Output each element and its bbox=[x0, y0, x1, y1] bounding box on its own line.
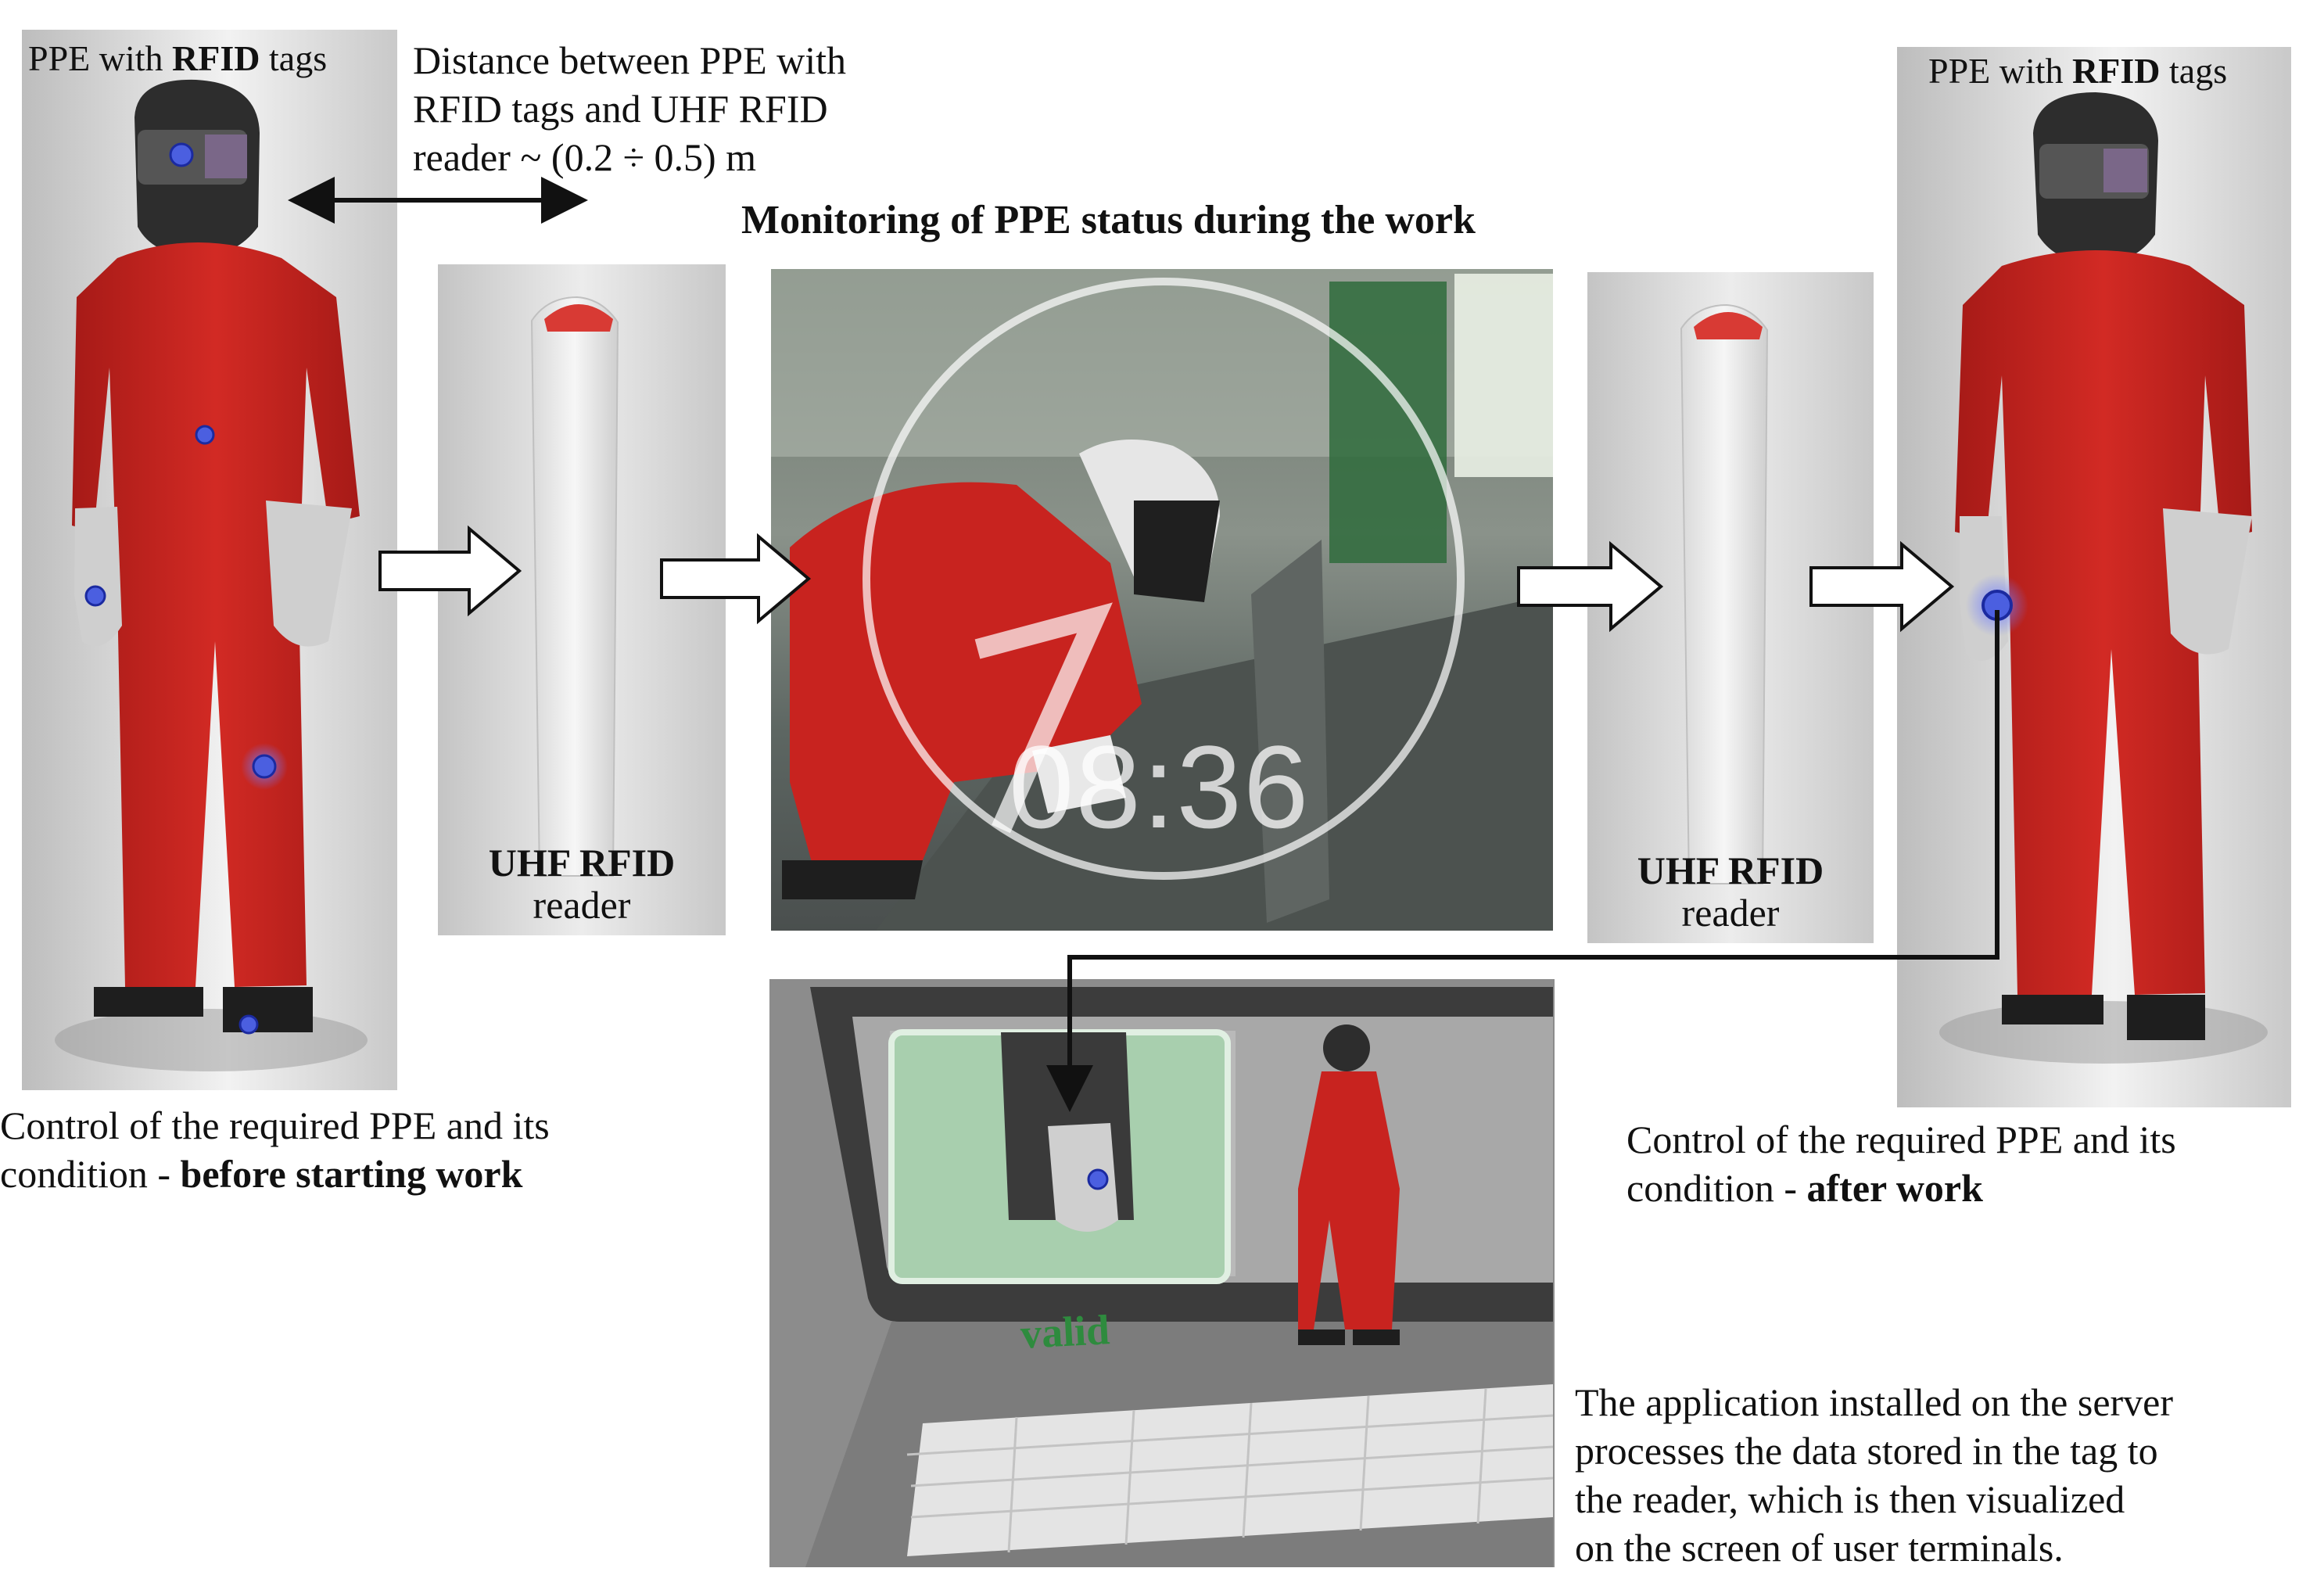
diagram-title: Monitoring of PPE status during the work bbox=[741, 198, 1476, 242]
distance-note-line-1: Distance between PPE with bbox=[413, 38, 847, 82]
distance-note: Distance between PPE with RFID tags and … bbox=[413, 36, 846, 181]
right-tag-label: PPE with RFID tags bbox=[1928, 51, 2228, 91]
clock-time: 08:36 bbox=[1009, 721, 1311, 852]
server-note: The application installed on the server … bbox=[1575, 1378, 2173, 1572]
left-tag-label: PPE with RFID tags bbox=[28, 38, 328, 78]
left-reader-label: UHF RFID reader bbox=[438, 841, 726, 926]
distance-note-line-3: reader ~ (0.2 ÷ 0.5) m bbox=[413, 135, 757, 179]
right-caption: Control of the required PPE and its cond… bbox=[1626, 1115, 2176, 1212]
server-note-line-4: on the screen of user terminals. bbox=[1575, 1526, 2064, 1570]
rfid-tag-dots bbox=[84, 142, 2028, 1035]
right-caption-line-2: condition - after work bbox=[1626, 1166, 1983, 1210]
server-note-line-2: processes the data stored in the tag to bbox=[1575, 1429, 2158, 1473]
left-reader-label-weak: reader bbox=[533, 883, 631, 927]
status-valid-label: valid bbox=[1019, 1306, 1111, 1358]
clock-overlay bbox=[863, 278, 1465, 880]
left-reader-label-strong: UHF RFID bbox=[488, 841, 676, 884]
left-worker-figure bbox=[55, 79, 368, 1071]
left-caption-line-2: condition - before starting work bbox=[0, 1152, 523, 1196]
right-reader-device bbox=[1680, 303, 1769, 884]
right-reader-label: UHF RFID reader bbox=[1587, 849, 1874, 934]
laptop-illustration bbox=[805, 987, 1554, 1567]
flow-arrows bbox=[378, 525, 1955, 633]
left-reader-device bbox=[530, 296, 619, 877]
right-caption-line-1: Control of the required PPE and its bbox=[1626, 1118, 2176, 1161]
left-caption: Control of the required PPE and its cond… bbox=[0, 1101, 550, 1198]
right-reader-label-strong: UHF RFID bbox=[1637, 849, 1824, 892]
right-reader-label-weak: reader bbox=[1681, 891, 1780, 935]
server-note-line-3: the reader, which is then visualized bbox=[1575, 1477, 2125, 1521]
data-flow-connector bbox=[1046, 610, 1999, 1112]
distance-note-line-2: RFID tags and UHF RFID bbox=[413, 87, 828, 131]
right-worker-figure bbox=[1939, 92, 2268, 1064]
server-note-line-1: The application installed on the server bbox=[1575, 1380, 2174, 1424]
left-caption-line-1: Control of the required PPE and its bbox=[0, 1103, 550, 1147]
